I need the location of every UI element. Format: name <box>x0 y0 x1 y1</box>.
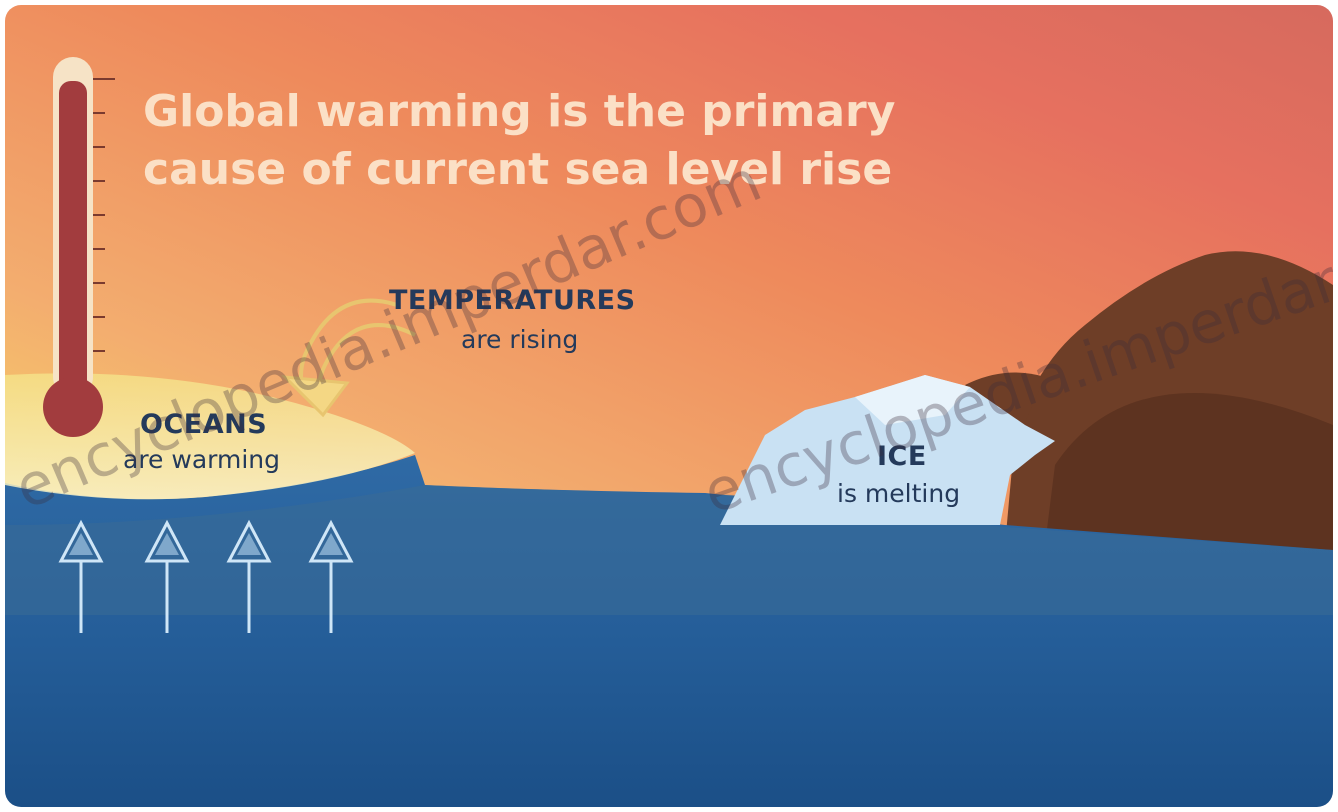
sea-surface-band <box>5 485 1333 615</box>
ice-label: ICE <box>877 441 927 472</box>
scene-illustration <box>5 5 1333 807</box>
temperatures-label: TEMPERATURES <box>389 285 636 316</box>
thermometer-icon <box>43 57 115 437</box>
infographic-card: Global warming is the primary cause of c… <box>5 5 1333 807</box>
oceans-sublabel: are warming <box>123 445 280 474</box>
ocean-glow <box>5 373 415 500</box>
temperatures-sublabel: are rising <box>461 325 579 354</box>
curved-arrow-icon <box>280 298 416 418</box>
up-arrow-icon <box>58 519 354 633</box>
ice-sublabel: is melting <box>837 479 961 508</box>
mountain-icon <box>965 251 1333 565</box>
headline: Global warming is the primary cause of c… <box>143 86 896 195</box>
oceans-label: OCEANS <box>140 409 268 440</box>
iceberg-icon <box>720 375 1055 525</box>
